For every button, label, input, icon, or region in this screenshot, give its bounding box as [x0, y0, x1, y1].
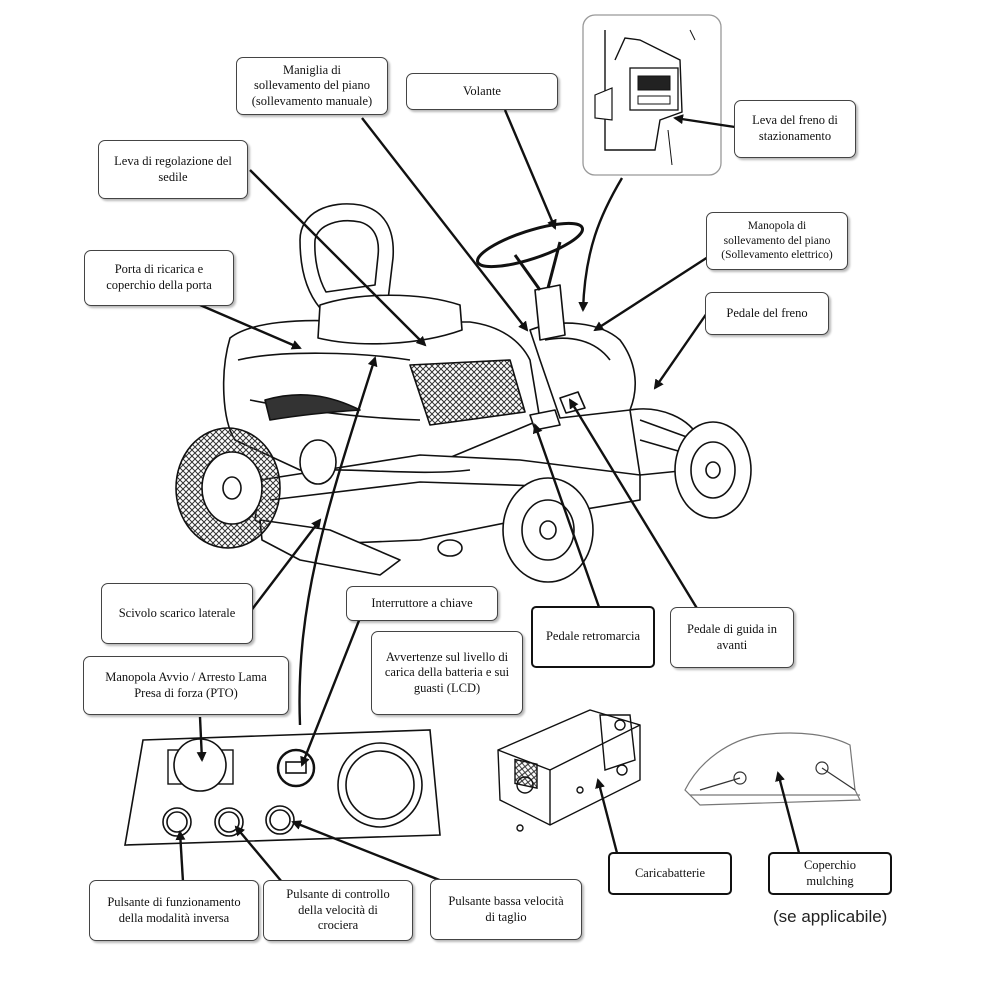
label-side-discharge-chute: Scivolo scarico laterale — [101, 583, 253, 644]
label-pto-knob: Manopola Avvio / Arresto Lama Presa di f… — [83, 656, 289, 715]
label-brake-pedal: Pedale del freno — [705, 292, 829, 335]
riding-mower-illustration — [175, 203, 752, 583]
battery-charger-illustration — [497, 709, 641, 832]
callout-lines — [175, 109, 801, 883]
label-battery-lcd: Avvertenze sul livello di carica della b… — [371, 631, 523, 715]
label-cruise-control-button: Pulsante di controllo della velocità di … — [263, 880, 413, 941]
label-reverse-pedal: Pedale retromarcia — [531, 606, 655, 668]
label-charging-port: Porta di ricarica e coperchio della port… — [84, 250, 234, 306]
label-deck-lift-handle: Maniglia di sollevamento del piano (soll… — [236, 57, 388, 115]
label-steering-wheel: Volante — [406, 73, 558, 110]
mulching-cover-illustration — [684, 732, 861, 806]
label-mulching-cover: Coperchio mulching — [768, 852, 892, 895]
label-forward-pedal: Pedale di guida in avanti — [670, 607, 794, 668]
label-seat-adjust-lever: Leva di regolazione del sedile — [98, 140, 248, 199]
label-reverse-mode-button: Pulsante di funzionamento della modalità… — [89, 880, 259, 941]
label-key-switch: Interruttore a chiave — [346, 586, 498, 621]
label-low-speed-button: Pulsante bassa velocità di taglio — [430, 879, 582, 940]
parking-brake-inset — [582, 14, 722, 176]
control-panel-illustration — [124, 729, 441, 846]
label-deck-lift-knob: Manopola di sollevamento del piano (Soll… — [706, 212, 848, 270]
note-if-applicable: (se applicabile) — [773, 907, 888, 926]
label-parking-brake-lever: Leva del freno di stazionamento — [734, 100, 856, 158]
label-battery-charger: Caricabatterie — [608, 852, 732, 895]
